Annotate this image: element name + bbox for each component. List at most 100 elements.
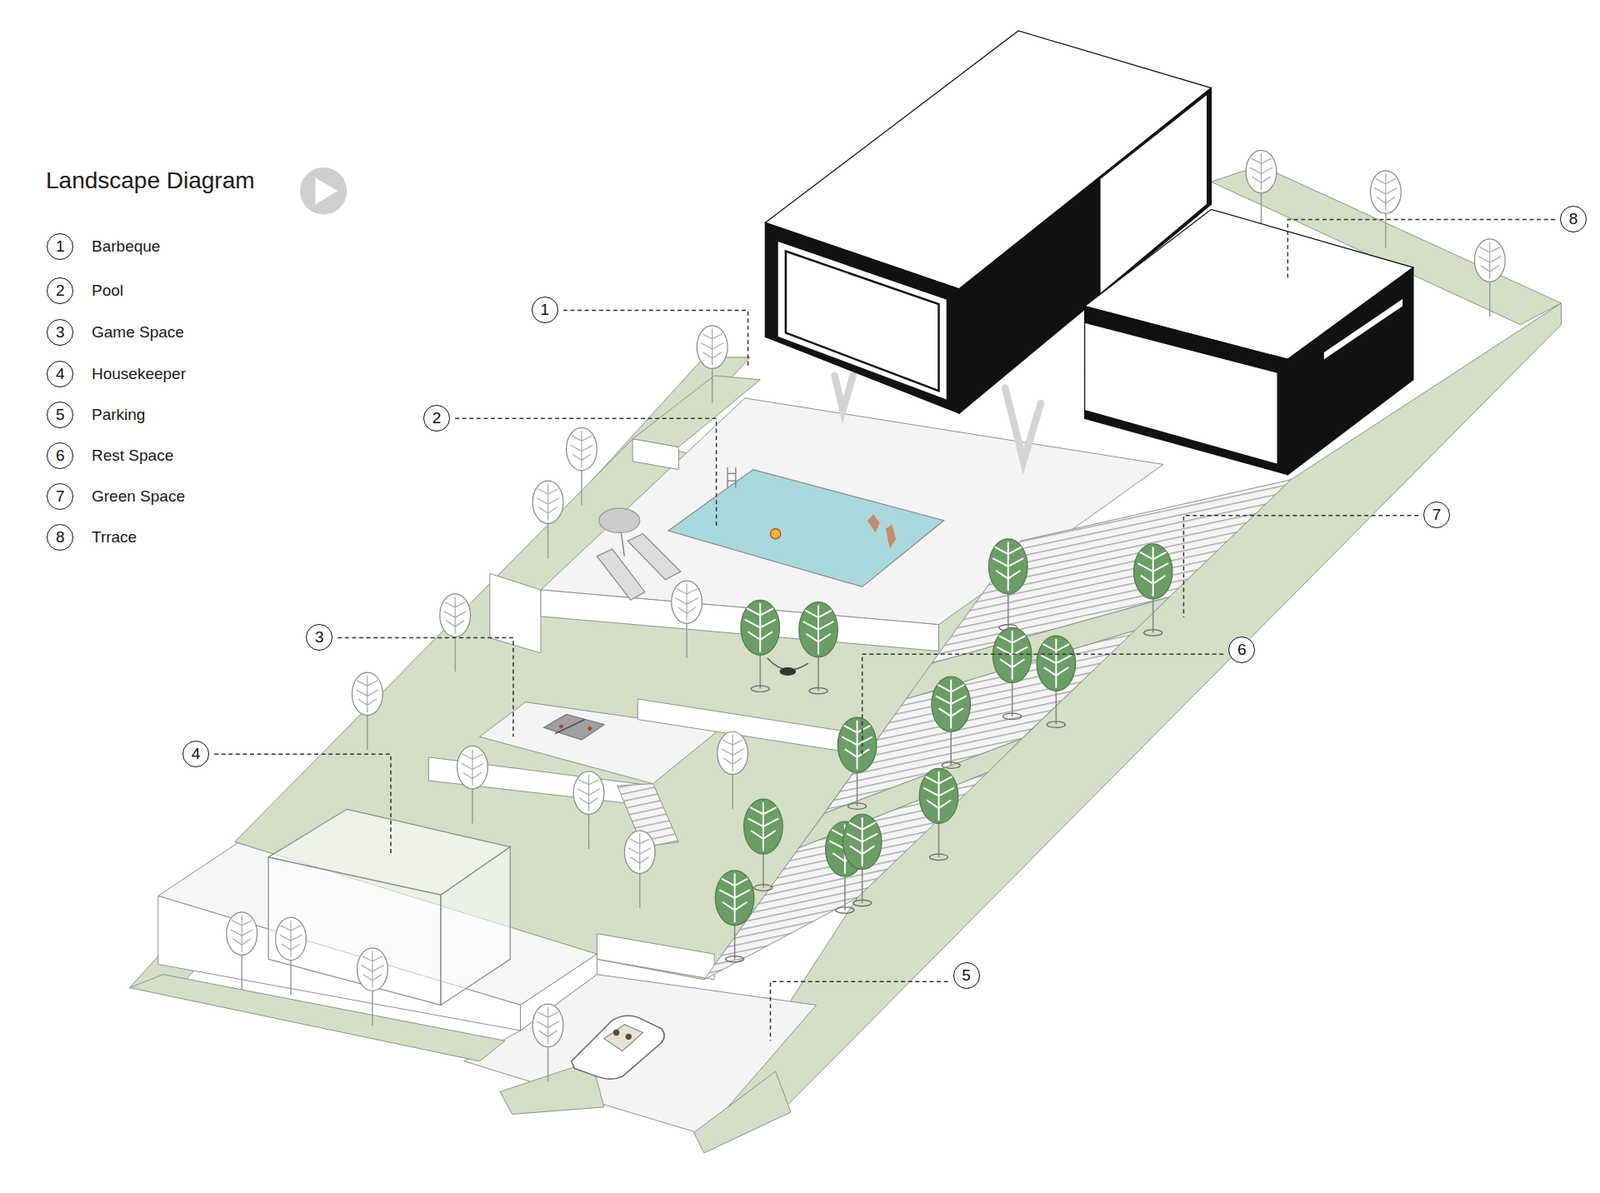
pool: [770, 529, 780, 540]
legend-entry: Rest Space: [91, 446, 174, 465]
outline-tree: [275, 917, 307, 995]
callout-number: 7: [1423, 501, 1450, 529]
legend-number: 6: [46, 442, 74, 470]
callout-number: 3: [305, 624, 333, 651]
ping-pong-table: [544, 714, 605, 740]
legend-number-text: 4: [55, 365, 65, 384]
callout-number-text: 5: [961, 966, 971, 985]
legend-label: Pool: [91, 281, 124, 300]
leader-line: [214, 754, 391, 855]
building-columns: [835, 375, 854, 411]
outline-tree: [351, 672, 383, 750]
play-icon: [300, 167, 347, 215]
main-house: [785, 251, 940, 392]
outline-tree: [457, 745, 489, 824]
callout-number: 1: [531, 296, 559, 324]
housekeeper-building: [268, 857, 441, 1006]
car: [625, 1034, 632, 1040]
leader-line: [214, 220, 1555, 1042]
outline-tree: [1245, 150, 1277, 228]
callout-number: 2: [423, 405, 450, 432]
car: [571, 1015, 665, 1080]
sun-loungers: [596, 508, 680, 600]
legend-number-text: 6: [55, 446, 65, 465]
main-house: [1085, 322, 1278, 465]
legend-label: Game Space: [91, 323, 185, 341]
green-tree: [992, 627, 1032, 720]
leader-line: [337, 638, 514, 738]
play-icon: [315, 177, 338, 205]
stairs: [617, 480, 1291, 980]
green-tree: [715, 539, 1173, 963]
pool: [668, 467, 945, 587]
legend-entry: Trrace: [91, 528, 137, 547]
legend-label: Green Space: [91, 487, 185, 505]
callout-number-text: 8: [1569, 210, 1579, 229]
legend-number-text: 3: [55, 323, 65, 342]
main-house: [1287, 267, 1414, 475]
green-tree: [842, 814, 882, 906]
outline-tree: [573, 771, 605, 850]
legend-number-text: 7: [55, 487, 65, 506]
legend-number-text: 8: [55, 528, 65, 547]
outline-tree: [1474, 239, 1505, 317]
legend-entry: Housekeeper: [91, 365, 186, 384]
leader-line: [1183, 515, 1419, 618]
legend-entry: Parking: [91, 405, 145, 425]
legend-number: 2: [46, 277, 74, 305]
green-tree: [744, 799, 784, 891]
outline-tree: [696, 325, 728, 404]
diagram-title: Landscape Diagram: [45, 167, 255, 195]
legend-number: 5: [46, 401, 74, 429]
car: [604, 1025, 644, 1052]
callout-number-text: 7: [1432, 505, 1442, 525]
hammock: [780, 667, 797, 676]
callout-number: 5: [953, 962, 980, 990]
terrace: [540, 590, 940, 651]
leader-line: [563, 310, 749, 369]
ground-green: [130, 975, 791, 1154]
green-tree: [1036, 635, 1076, 728]
outline-tree: [532, 1004, 564, 1082]
hammock: [767, 658, 809, 676]
terrace: [158, 375, 1164, 1031]
legend-number: 1: [46, 233, 74, 260]
legend-entry: Game Space: [91, 323, 185, 342]
green-tree: [989, 539, 1029, 631]
outline-tree: [671, 580, 703, 659]
terrace: [632, 375, 760, 448]
legend-label: Housekeeper: [91, 365, 186, 383]
callout-number: 6: [1228, 636, 1255, 664]
green-tree: [931, 676, 971, 769]
legend-entry: Barbeque: [91, 237, 160, 256]
legend-number: 4: [46, 360, 74, 388]
callout-number-text: 6: [1237, 640, 1247, 660]
housekeeper-building: [440, 847, 510, 1006]
legend-number: 7: [46, 483, 74, 510]
legend-number: 3: [46, 319, 74, 346]
outline-tree: [226, 912, 258, 990]
callout-number-text: 3: [315, 628, 325, 647]
legend-label: Barbeque: [91, 237, 160, 255]
main-house: [765, 222, 960, 414]
terrace: [632, 439, 679, 470]
green-tree: [919, 768, 959, 860]
leader-line: [455, 418, 716, 526]
building-columns: [1005, 388, 1041, 462]
legend-number-text: 2: [55, 281, 65, 300]
main-house: [777, 240, 947, 400]
pool: [668, 470, 945, 588]
outline-tree: [1370, 170, 1401, 249]
main-house: [1085, 306, 1289, 475]
callout-number: 8: [1560, 205, 1587, 233]
pool: [727, 467, 736, 488]
housekeeper-building: [268, 809, 510, 1005]
leader-line: [1287, 220, 1555, 279]
ping-pong-table: [587, 726, 592, 731]
pool: [867, 514, 896, 550]
outline-tree: [226, 150, 1505, 1082]
legend-label: Trrace: [91, 528, 137, 546]
outline-tree: [624, 830, 655, 909]
ping-pong-table: [559, 725, 564, 730]
green-tree: [799, 602, 839, 695]
